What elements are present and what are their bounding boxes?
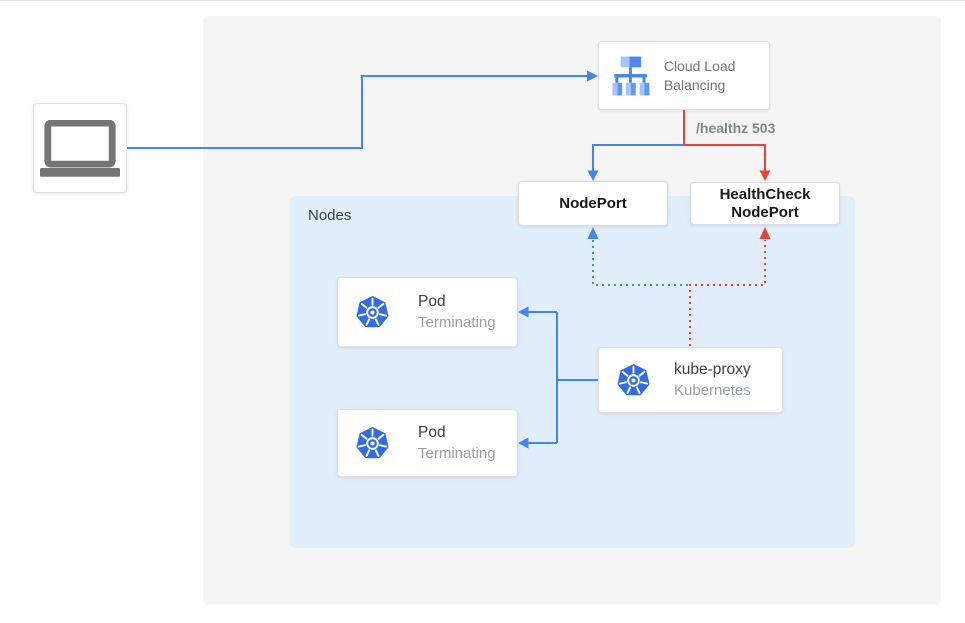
pod-node-1: Pod Terminating (337, 277, 518, 347)
laptop-icon (40, 119, 120, 177)
kube-proxy-node: kube-proxy Kubernetes (598, 347, 783, 413)
kube-proxy-subtitle: Kubernetes (674, 382, 751, 399)
healthz-annotation: /healthz 503 (696, 120, 776, 136)
pod-status: Terminating (418, 445, 496, 462)
pod-title: Pod (418, 424, 446, 441)
cloud-load-balancing-node: Cloud Load Balancing (598, 41, 770, 110)
pod-status: Terminating (418, 314, 496, 331)
healthcheck-nodeport-node: HealthCheck NodePort (690, 182, 840, 225)
pod-node-2: Pod Terminating (337, 409, 518, 477)
kubernetes-icon (354, 425, 391, 462)
client-node (33, 103, 127, 193)
kubernetes-icon (615, 362, 652, 399)
kube-proxy-title: kube-proxy (674, 361, 751, 378)
nodes-label: Nodes (308, 207, 352, 224)
nodeport-label: NodePort (559, 195, 627, 212)
cloud-load-balancing-icon (612, 56, 650, 95)
kubernetes-icon (354, 294, 391, 331)
pod-title: Pod (418, 293, 446, 310)
top-divider (0, 0, 965, 1)
cloud-load-balancing-label: Cloud Load Balancing (663, 57, 736, 93)
healthcheck-nodeport-label: HealthCheck NodePort (719, 185, 811, 221)
nodeport-node: NodePort (518, 181, 668, 226)
